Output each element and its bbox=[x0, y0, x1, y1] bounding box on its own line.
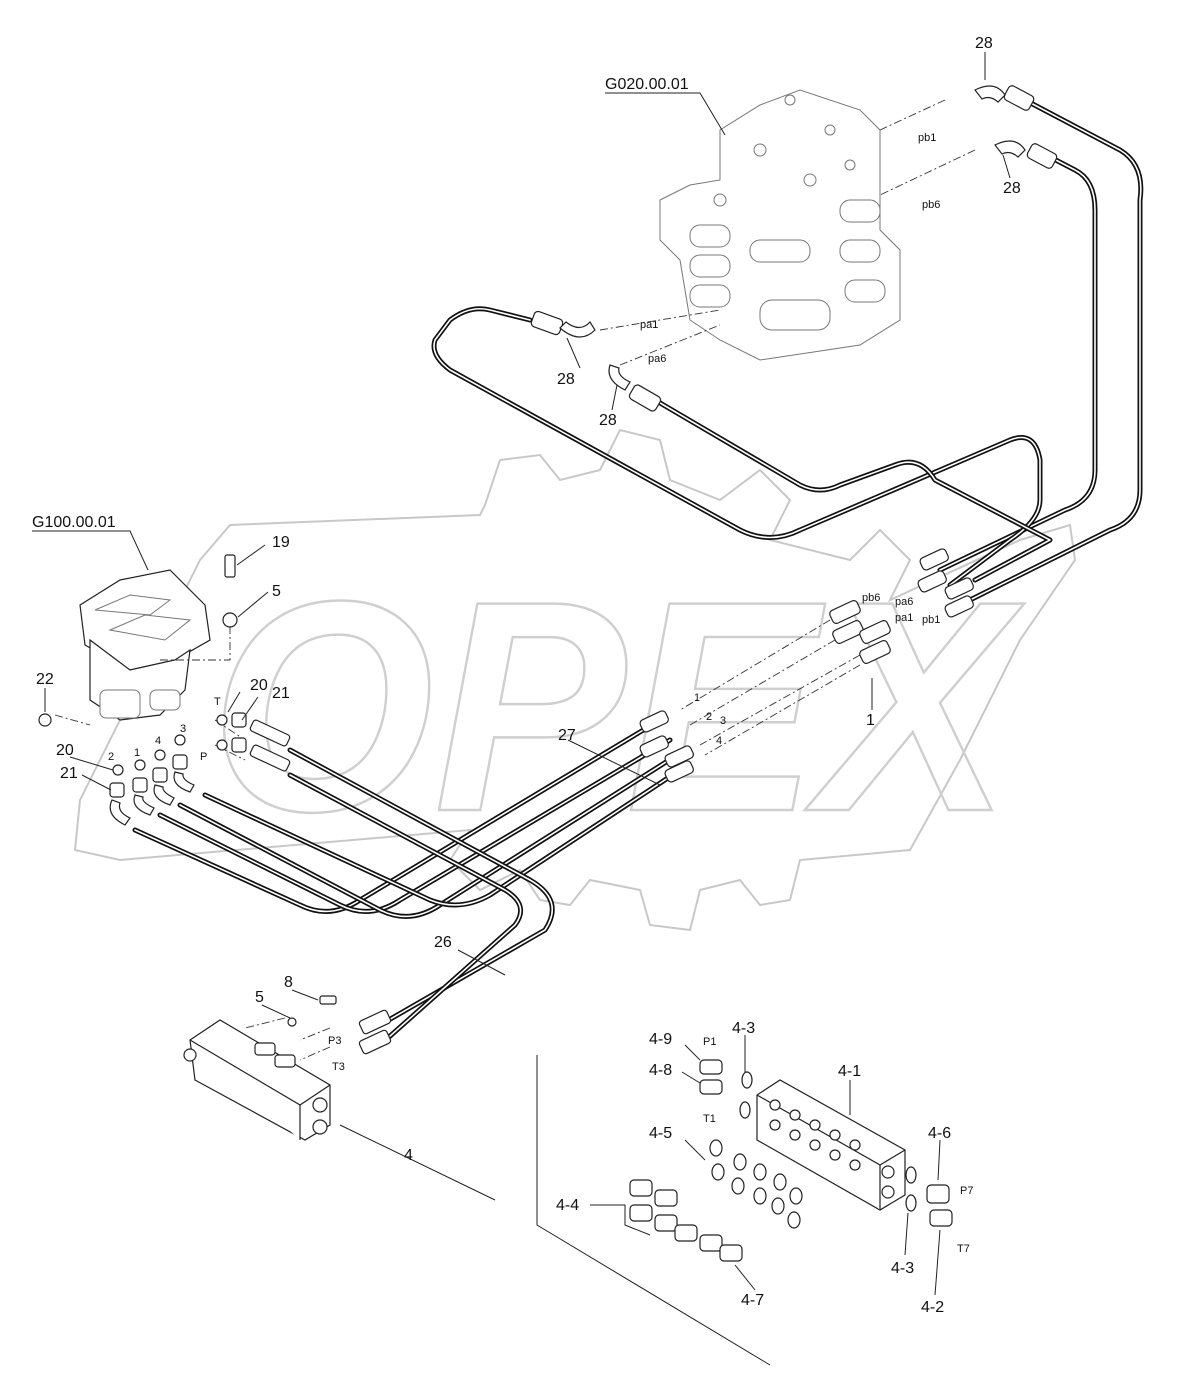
leader-4 bbox=[339, 1124, 496, 1201]
assembly-label-pilot-valve: G100.00.01 bbox=[32, 514, 116, 531]
port-label-1: 1 bbox=[134, 747, 140, 759]
callout-27: 27 bbox=[558, 727, 576, 744]
callout-4-2: 4-2 bbox=[921, 1299, 944, 1316]
fittings-28 bbox=[530, 85, 1058, 412]
port-label-2: 2 bbox=[706, 711, 712, 723]
exploded-view-frame bbox=[536, 1055, 771, 1366]
port-labels: pb1 pb6 pa1 pa6 pb6 pa6 pa1 pb1 1 2 3 4 … bbox=[108, 132, 973, 1255]
assembly-label-control-valve: G020.00.01 bbox=[605, 76, 689, 93]
port-label-P7: P7 bbox=[960, 1185, 973, 1197]
callouts: 28 28 28 28 19 5 22 20 21 20 21 27 1 26 … bbox=[36, 35, 1021, 1316]
pilot-fittings bbox=[38, 554, 291, 826]
manifold-block-4 bbox=[183, 995, 392, 1141]
watermark: OPEX bbox=[73, 428, 1077, 932]
pilot-valve-block bbox=[79, 569, 211, 721]
callout-28: 28 bbox=[975, 35, 993, 52]
port-label-T3: T3 bbox=[332, 1061, 345, 1073]
callout-8: 8 bbox=[284, 974, 293, 991]
port-label-pa1: pa1 bbox=[895, 612, 913, 624]
callout-26: 26 bbox=[434, 934, 452, 951]
port-label-pb6: pb6 bbox=[922, 199, 940, 211]
callout-4-9: 4-9 bbox=[649, 1031, 672, 1048]
port-label-3: 3 bbox=[180, 723, 186, 735]
exploded-parts bbox=[629, 1059, 953, 1262]
leaders bbox=[44, 52, 1011, 1296]
callout-4: 4 bbox=[404, 1147, 413, 1164]
callout-28: 28 bbox=[599, 412, 617, 429]
port-label-1: 1 bbox=[694, 692, 700, 704]
manifold-block-4-1 bbox=[756, 1079, 906, 1211]
port-label-T: T bbox=[214, 696, 221, 708]
fittings-mid bbox=[639, 548, 974, 783]
callout-20: 20 bbox=[56, 742, 74, 759]
port-label-P1: P1 bbox=[703, 1036, 716, 1048]
port-label-T1: T1 bbox=[703, 1113, 716, 1125]
callout-20: 20 bbox=[250, 677, 268, 694]
port-label-P: P bbox=[200, 751, 207, 763]
port-label-pb1: pb1 bbox=[918, 132, 936, 144]
leader-g020 bbox=[605, 92, 726, 136]
callout-28: 28 bbox=[1003, 180, 1021, 197]
callout-4-3: 4-3 bbox=[732, 1020, 755, 1037]
callout-4-5: 4-5 bbox=[649, 1125, 672, 1142]
watermark-gear bbox=[73, 428, 1077, 932]
port-label-pa6: pa6 bbox=[895, 596, 913, 608]
hoses bbox=[132, 97, 1144, 1048]
port-label-T7: T7 bbox=[957, 1243, 970, 1255]
callout-5: 5 bbox=[272, 583, 281, 600]
port-label-pa6: pa6 bbox=[648, 353, 666, 365]
callout-4-7: 4-7 bbox=[741, 1292, 764, 1309]
callout-1: 1 bbox=[866, 712, 875, 729]
port-label-3: 3 bbox=[720, 715, 726, 727]
port-label-pb6: pb6 bbox=[862, 592, 880, 604]
port-label-2: 2 bbox=[108, 751, 114, 763]
callout-4-1: 4-1 bbox=[838, 1063, 861, 1080]
callout-4-3: 4-3 bbox=[891, 1260, 914, 1277]
callout-22: 22 bbox=[36, 671, 54, 688]
port-label-pb1: pb1 bbox=[922, 614, 940, 626]
port-label-4: 4 bbox=[716, 735, 722, 747]
callout-21: 21 bbox=[272, 685, 290, 702]
leader-g100 bbox=[32, 530, 149, 571]
callout-4-4: 4-4 bbox=[556, 1197, 579, 1214]
port-label-4: 4 bbox=[155, 735, 161, 747]
watermark-text: OPEX bbox=[210, 538, 1025, 874]
callout-4-8: 4-8 bbox=[649, 1062, 672, 1079]
control-valve-block bbox=[659, 89, 901, 361]
port-label-P3: P3 bbox=[328, 1035, 341, 1047]
callout-4-6: 4-6 bbox=[928, 1125, 951, 1142]
callout-19: 19 bbox=[272, 534, 290, 551]
port-label-pa1: pa1 bbox=[640, 319, 658, 331]
callout-21: 21 bbox=[60, 765, 78, 782]
callout-5: 5 bbox=[255, 989, 264, 1006]
callout-28: 28 bbox=[557, 371, 575, 388]
